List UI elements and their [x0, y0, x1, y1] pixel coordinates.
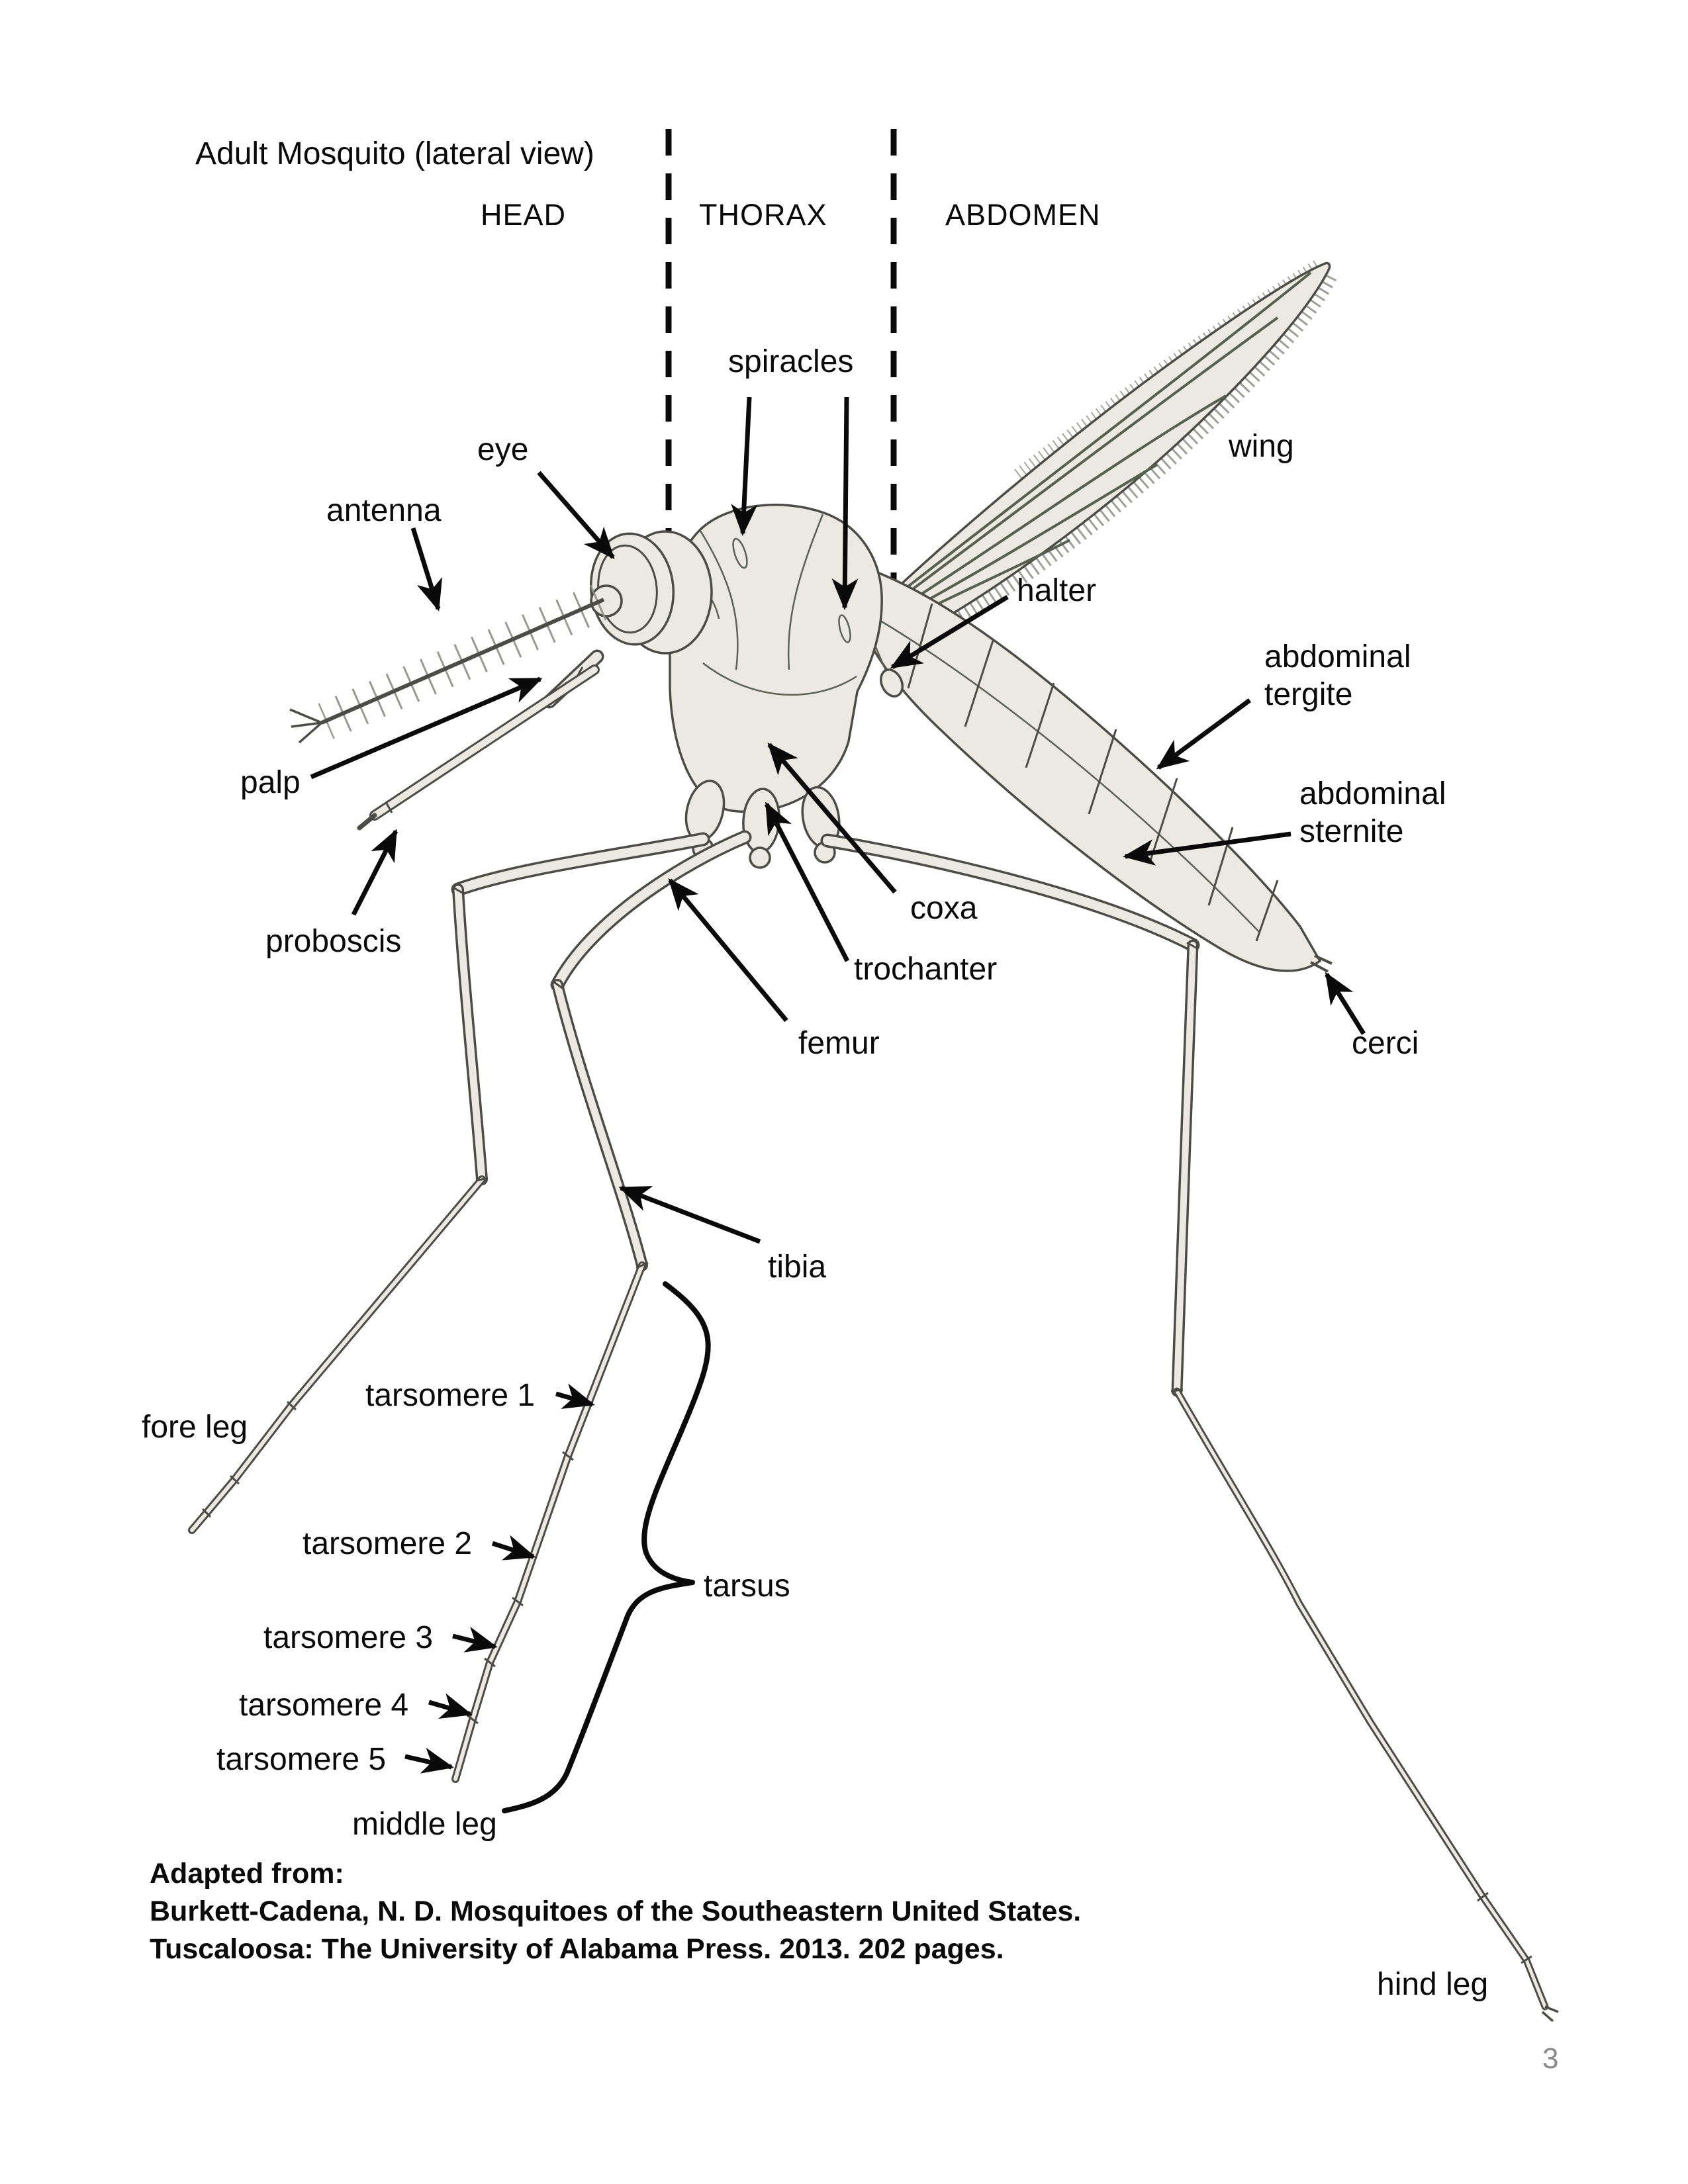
label-fore-leg: fore leg [142, 1410, 248, 1445]
label-abdominal-sternite-1: abdominal [1299, 776, 1446, 811]
sternite-arrow [1123, 831, 1291, 866]
femur-arrow [668, 878, 788, 1023]
label-cerci: cerci [1352, 1026, 1419, 1061]
label-antenna: antenna [326, 493, 442, 528]
tarsomere-2-arrow [491, 1535, 536, 1561]
tarsomere-1-arrow [555, 1383, 595, 1409]
section-head: HEAD [481, 198, 566, 232]
label-wing: wing [1228, 429, 1294, 464]
label-spiracles: spiracles [728, 344, 853, 379]
label-tarsomere-5: tarsomere 5 [216, 1742, 386, 1777]
coxa-arrow [767, 742, 897, 894]
label-tarsus: tarsus [704, 1569, 790, 1604]
eye-arrow [537, 471, 615, 560]
thoracic-spiracle-1 [732, 537, 748, 569]
label-eye: eye [477, 432, 528, 467]
label-tarsomere-3: tarsomere 3 [263, 1620, 433, 1655]
section-abdomen: ABDOMEN [945, 198, 1101, 232]
antenna-shape [289, 584, 607, 744]
thoracic-spiracle-2 [838, 614, 851, 643]
attribution-line-3: Tuscaloosa: The University of Alabama Pr… [150, 1933, 1004, 1965]
label-tarsomere-4: tarsomere 4 [239, 1688, 408, 1723]
head-shape [589, 530, 713, 655]
label-tarsomere-2: tarsomere 2 [303, 1526, 472, 1561]
spiracle-arrow-2 [831, 396, 859, 610]
spiracle-arrow-1 [731, 396, 758, 536]
label-halter: halter [1017, 573, 1096, 608]
label-tibia: tibia [768, 1250, 826, 1285]
tergite-arrow [1156, 698, 1252, 770]
mosquito-illustration [188, 258, 1559, 2023]
tibia-arrow [618, 1185, 761, 1244]
label-trochanter: trochanter [854, 952, 997, 987]
trochanter-arrow [764, 801, 850, 962]
proboscis-arrow [351, 829, 399, 916]
tarsus-brace [502, 1281, 711, 1813]
label-hind-leg: hind leg [1377, 1967, 1488, 2002]
cerci-arrow [1325, 972, 1366, 1035]
attribution-line-1: Adapted from: [150, 1858, 344, 1889]
label-proboscis: proboscis [265, 924, 401, 959]
halter-arrow [890, 595, 1009, 669]
antenna-base [590, 584, 623, 617]
cerci-shape [1310, 954, 1333, 973]
label-abdominal-sternite-2: sternite [1299, 814, 1403, 849]
proboscis-shape [357, 664, 600, 831]
middle-leg-shape [451, 830, 752, 1783]
palp-arrow [310, 676, 543, 780]
antenna-arrow [410, 527, 443, 612]
section-thorax: THORAX [699, 198, 827, 232]
label-abdominal-tergite-1: abdominal [1264, 639, 1411, 674]
label-coxa: coxa [910, 891, 978, 926]
attribution-line-2: Burkett-Cadena, N. D. Mosquitoes of the … [150, 1895, 1081, 1927]
wing-shape [861, 258, 1337, 650]
page-title: Adult Mosquito (lateral view) [195, 136, 594, 171]
leader-arrows [310, 396, 1366, 1774]
page-number: 3 [1542, 2042, 1558, 2075]
hind-leg-shape [820, 833, 1559, 2023]
label-tarsomere-1: tarsomere 1 [365, 1378, 535, 1413]
label-middle-leg: middle leg [352, 1807, 497, 1842]
fore-leg-shape [188, 832, 710, 1534]
label-femur: femur [798, 1026, 880, 1061]
label-palp: palp [240, 765, 301, 800]
tarsomere-4-arrow [428, 1693, 473, 1719]
label-abdominal-tergite-2: tergite [1264, 677, 1352, 712]
tarsomere-5-arrow [404, 1747, 454, 1774]
thorax-shape [668, 504, 883, 813]
tarsomere-3-arrow [452, 1626, 498, 1653]
